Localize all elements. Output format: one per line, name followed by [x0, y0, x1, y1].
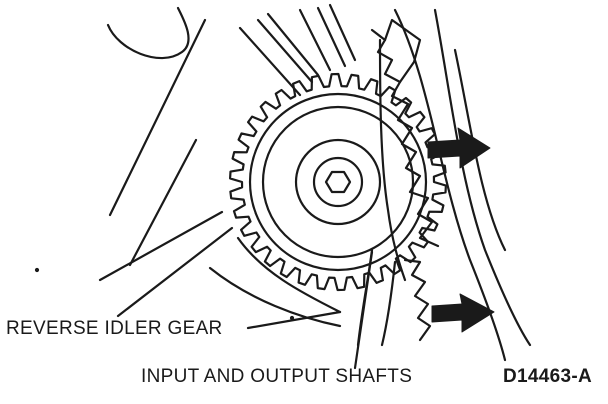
housing-line-10: [298, 8, 332, 72]
shaft-gear-lower-body-2: [380, 260, 397, 347]
idler-gear-root-circle: [248, 92, 428, 272]
housing-line-11: [316, 6, 347, 68]
reverse-idler-gear-label: REVERSE IDLER GEAR: [6, 318, 223, 339]
leader-idler-gear: [246, 310, 342, 330]
shaft-gear-teeth-upper: [370, 28, 440, 248]
housing-line-5: [128, 138, 198, 267]
housing-line-6: [98, 210, 224, 282]
housing-line-4: [266, 12, 320, 77]
input-output-shafts-label: INPUT AND OUTPUT SHAFTS: [141, 366, 413, 387]
idler-hub-outer: [261, 105, 415, 259]
shaft-housing-curve-2: [433, 8, 532, 347]
right-arrow-icon-lower: [431, 293, 495, 333]
shaft-gear-teeth-lower: [403, 258, 432, 342]
speck-2: [289, 315, 295, 321]
housing-curve-top-left: [106, 6, 190, 60]
housing-line-3: [256, 18, 314, 84]
idler-hub-hex: [324, 170, 352, 194]
housing-line-9: [208, 266, 342, 328]
figure-code: D14463-A: [503, 366, 593, 387]
speck: [34, 267, 40, 273]
housing-line-8: [236, 236, 342, 314]
idler-hub-inner: [312, 156, 364, 208]
shaft-gear-body-upper: [383, 18, 422, 84]
housing-line-7: [116, 226, 234, 318]
shaft-gear-outline: [378, 38, 407, 282]
housing-line-12: [328, 3, 357, 62]
housing-line-2: [238, 26, 302, 97]
right-arrow-icon: [427, 127, 491, 169]
idler-hub-mid: [294, 138, 382, 226]
shaft-housing-curve-1: [393, 8, 507, 362]
leader-shafts: [353, 250, 374, 370]
housing-line-1: [108, 18, 207, 217]
reverse-idler-gear: [229, 72, 447, 292]
idler-gear-teeth: [229, 72, 447, 292]
